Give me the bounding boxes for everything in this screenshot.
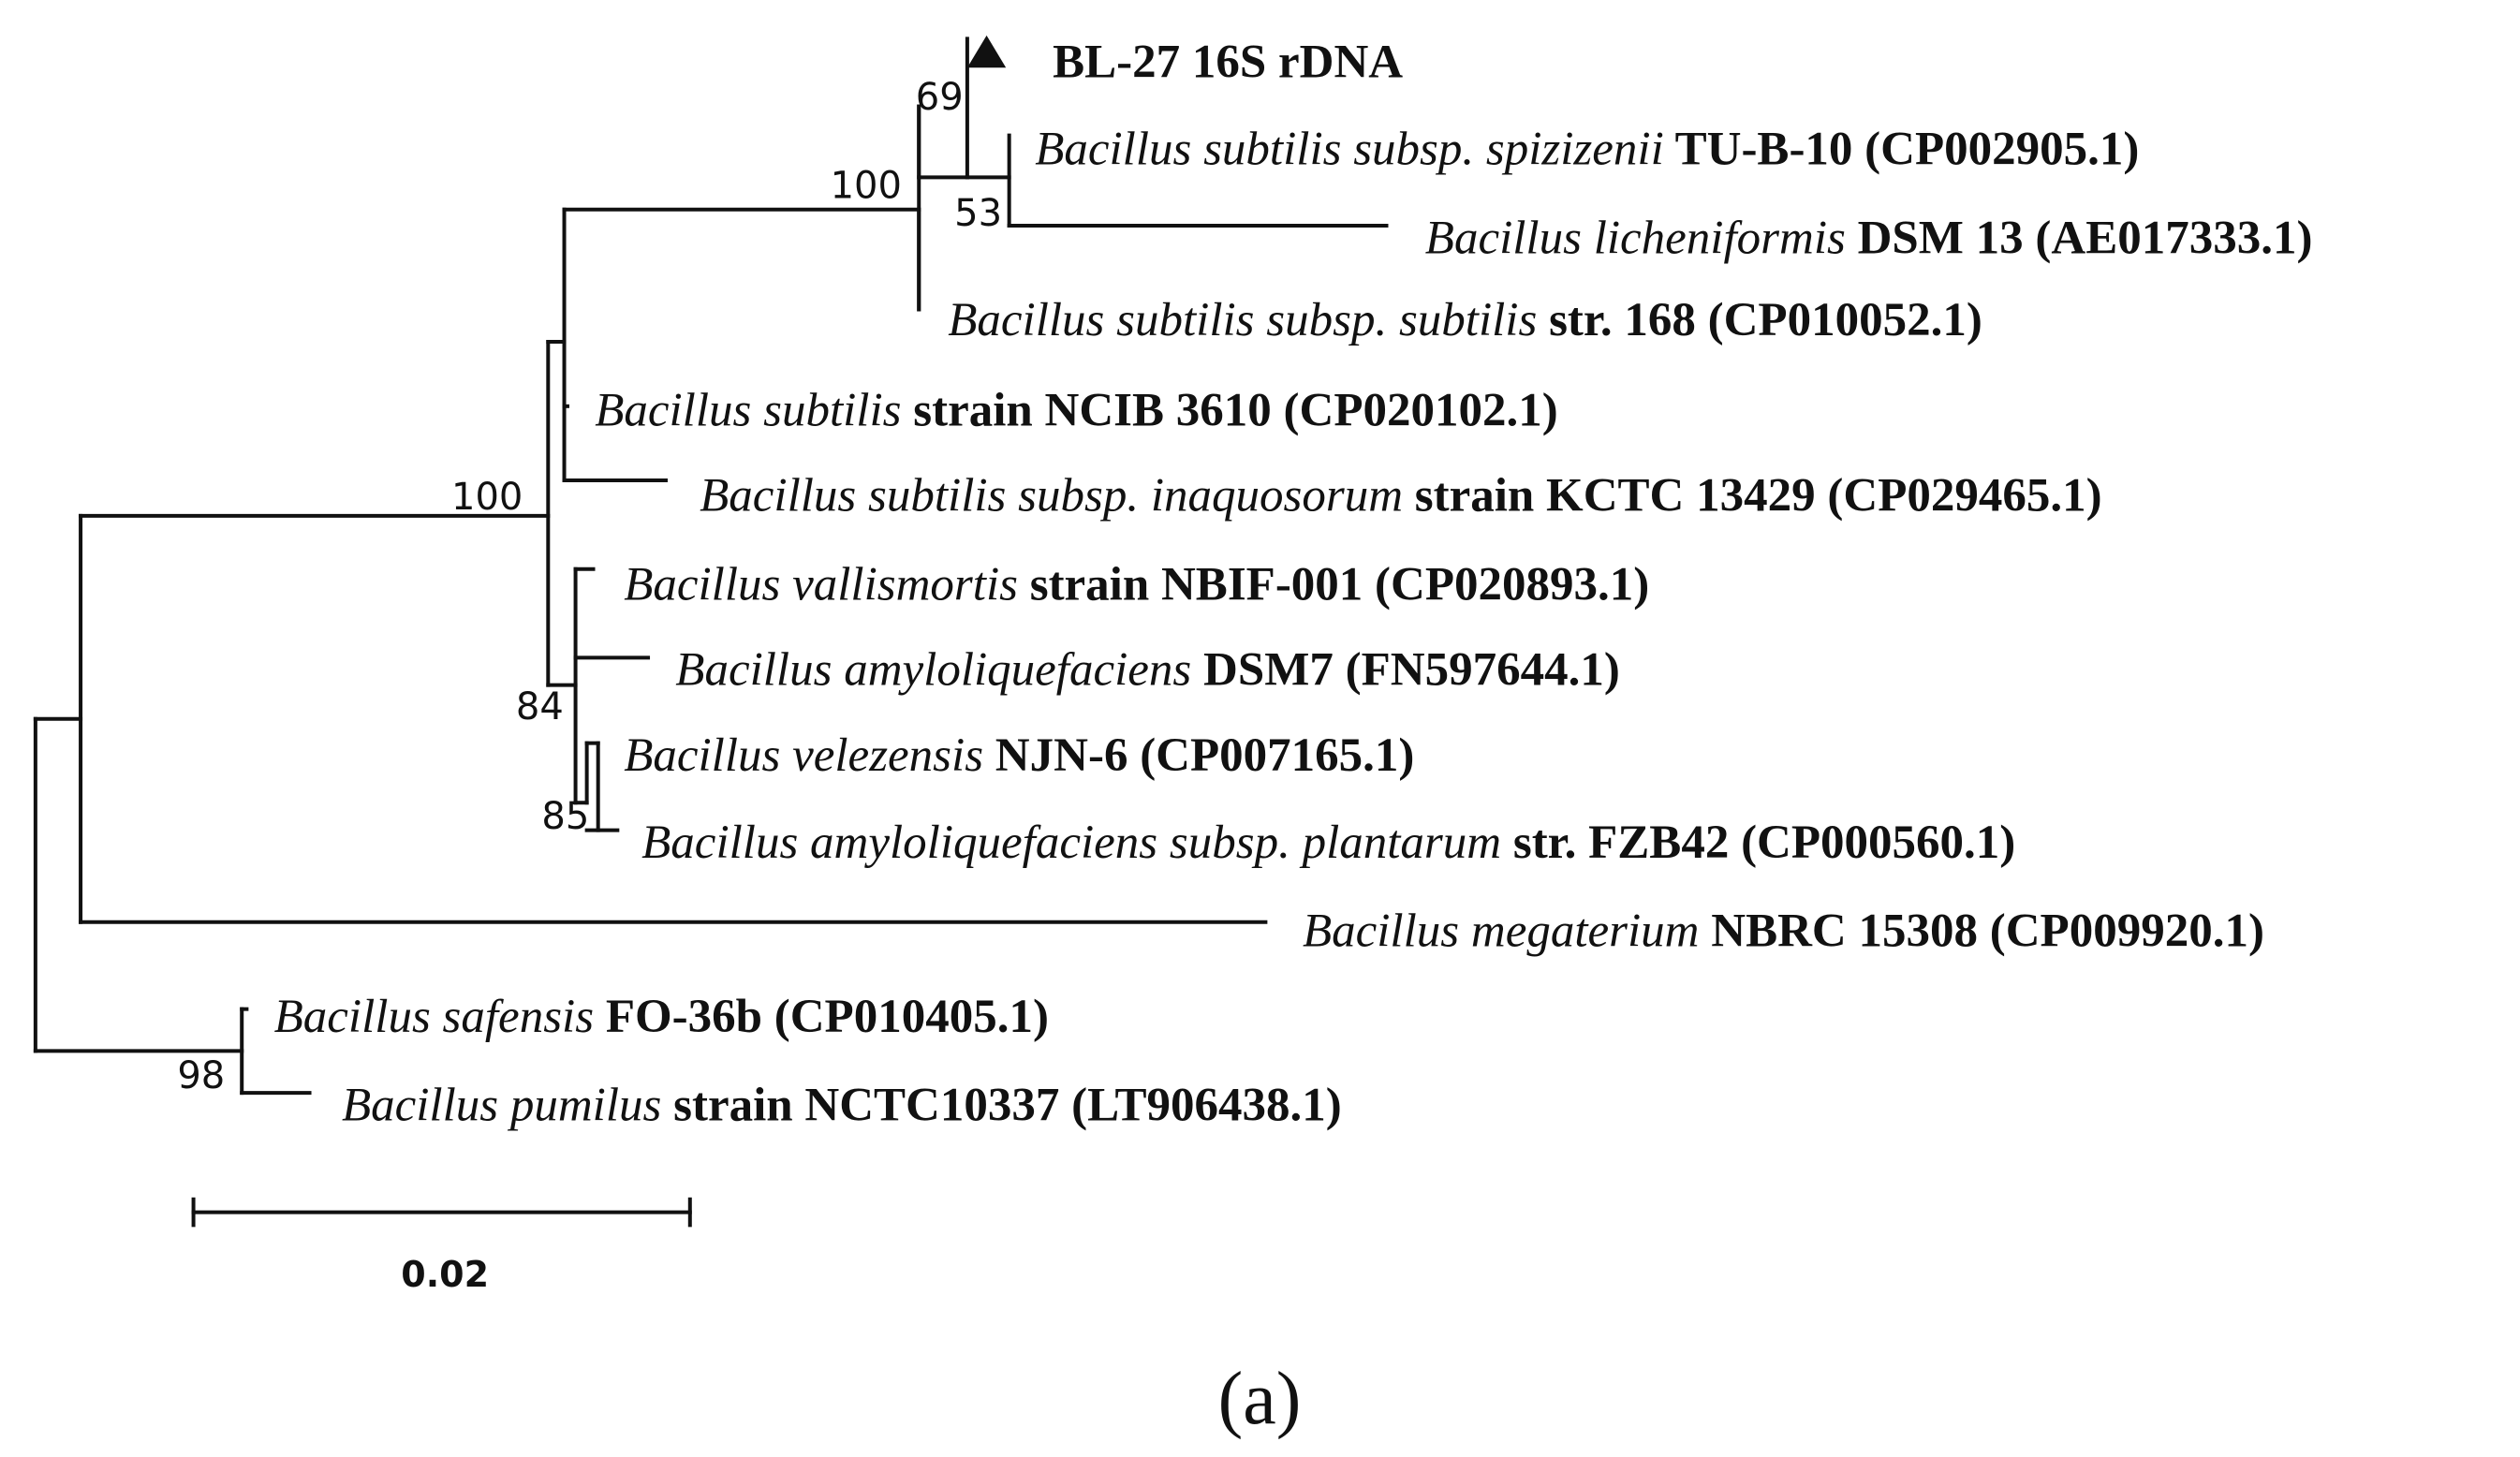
taxon-label-part: Bacillus subtilis subsp. subtilis (948, 294, 1537, 346)
taxon-label-part: Bacillus subtilis subsp. inaquosorum (700, 470, 1403, 522)
taxon-label-part: FO-36b (CP010405.1) (594, 991, 1049, 1043)
taxon-label-part: DSM7 (FN597644.1) (1191, 644, 1620, 697)
tree-branches (33, 37, 1389, 1096)
taxon-label-part: Bacillus amyloliquefaciens (675, 644, 1191, 697)
taxon-label-part: strain NCTC10337 (LT906438.1) (661, 1079, 1341, 1131)
taxon-label-velezensis: Bacillus velezensis NJN-6 (CP007165.1) (624, 729, 1414, 782)
taxon-label-part: TU-B-10 (CP002905.1) (1664, 124, 2140, 176)
taxon-label-part: Bacillus licheniformis (1425, 212, 1846, 264)
taxon-label-ncib3610: Bacillus subtilis strain NCIB 3610 (CP02… (595, 384, 1558, 436)
taxon-label-megaterium: Bacillus megaterium NBRC 15308 (CP009920… (1303, 905, 2264, 958)
taxon-label-bl27: BL-27 16S rDNA (1053, 37, 1403, 89)
scale-bar: 0.02 (191, 1197, 692, 1295)
bootstrap-bs_98: 98 (177, 1054, 225, 1097)
taxon-label-vallismortis: Bacillus vallismortis strain NBIF-001 (C… (624, 558, 1649, 611)
taxon-label-inaquosorum: Bacillus subtilis subsp. inaquosorum str… (700, 470, 2101, 522)
taxon-label-part: NBRC 15308 (CP009920.1) (1699, 905, 2263, 958)
taxon-label-part: Bacillus pumilus (342, 1079, 661, 1131)
taxon-label-part: Bacillus vallismortis (624, 558, 1018, 611)
taxon-label-part: Bacillus amyloliquefaciens subsp. planta… (641, 817, 1501, 869)
bootstrap-bs_69: 69 (916, 76, 964, 119)
taxon-labels: BL-27 16S rDNA Bacillus subtilis subsp. s… (274, 37, 2313, 1132)
taxon-label-part: strain NBIF-001 (CP020893.1) (1018, 558, 1649, 611)
filled-triangle-icon (966, 35, 1007, 68)
tree-decorations (966, 35, 1007, 68)
taxon-label-part: strain KCTC 13429 (CP029465.1) (1403, 470, 2102, 522)
taxon-label-part: Bacillus safensis (274, 991, 594, 1043)
taxon-label-part: Bacillus subtilis (595, 384, 901, 436)
taxon-label-part: DSM 13 (AE017333.1) (1846, 212, 2313, 264)
taxon-label-part: strain NCIB 3610 (CP020102.1) (902, 384, 1558, 436)
bootstrap-bs_85: 85 (541, 795, 589, 838)
taxon-label-plantarum: Bacillus amyloliquefaciens subsp. planta… (641, 817, 2015, 869)
taxon-label-part: NJN-6 (CP007165.1) (983, 729, 1414, 782)
taxon-label-part: Bacillus velezensis (624, 729, 983, 782)
taxon-label-part: Bacillus megaterium (1303, 905, 1700, 958)
taxon-label-pumilus: Bacillus pumilus strain NCTC10337 (LT906… (342, 1079, 1342, 1131)
scale-bar-label: 0.02 (401, 1254, 489, 1295)
bootstrap-values: 69 53 100 100 84 85 98 (177, 76, 1002, 1097)
taxon-label-part: str. FZB42 (CP000560.1) (1501, 817, 2015, 869)
panel-label: (a) (1218, 1358, 1302, 1440)
taxon-label-subtilis168: Bacillus subtilis subsp. subtilis str. 1… (948, 294, 1982, 346)
taxon-label-amylo_dsm7: Bacillus amyloliquefaciens DSM7 (FN59764… (675, 644, 1620, 697)
taxon-label-safensis: Bacillus safensis FO-36b (CP010405.1) (274, 991, 1049, 1043)
taxon-label-spizizenii: Bacillus subtilis subsp. spizizenii TU-B… (1035, 124, 2139, 176)
taxon-label-licheniformis: Bacillus licheniformis DSM 13 (AE017333.… (1425, 212, 2313, 264)
bootstrap-bs_100_main: 100 (451, 476, 523, 519)
bootstrap-bs_84: 84 (516, 685, 564, 728)
bootstrap-bs_53: 53 (954, 192, 1002, 235)
taxon-label-part: str. 168 (CP010052.1) (1537, 294, 1982, 346)
bootstrap-bs_100_subtilis: 100 (831, 165, 902, 208)
taxon-label-part: Bacillus subtilis subsp. spizizenii (1035, 124, 1664, 176)
taxon-label-part: BL-27 16S rDNA (1053, 37, 1403, 89)
